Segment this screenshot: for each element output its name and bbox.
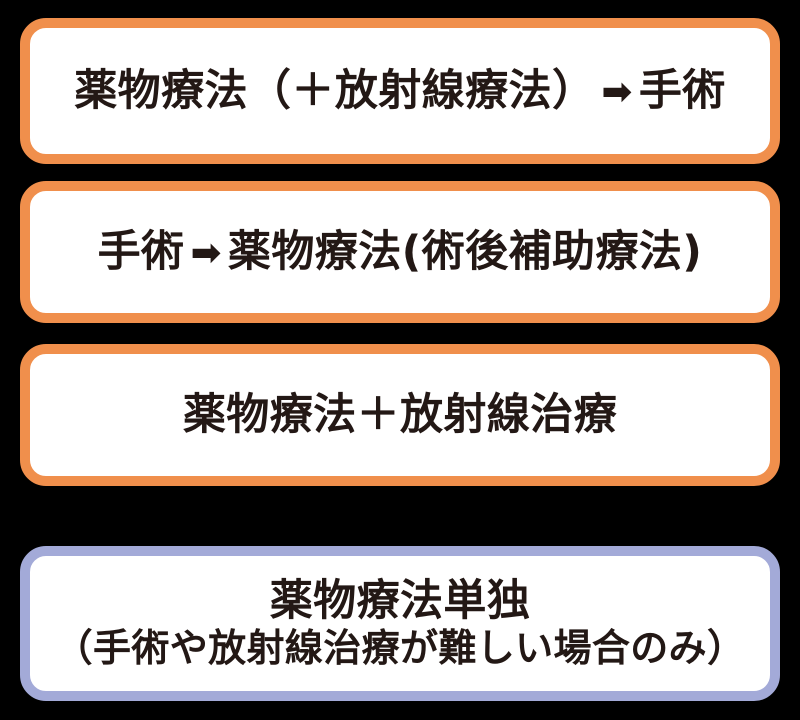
treatment-option-1-text-b: 手術 <box>638 65 726 116</box>
treatment-option-4-text-a: 薬物療法単独 <box>269 576 531 627</box>
treatment-option-4-line-1: 薬物療法単独 <box>270 577 531 625</box>
treatment-option-box-4[interactable]: 薬物療法単独 （手術や放射線治療が難しい場合のみ） <box>20 546 780 701</box>
treatment-option-2-text-b: 薬物療法(術後補助療法) <box>227 226 703 277</box>
arrow-right-icon: ➡ <box>190 231 222 275</box>
treatment-option-1-text-a: 薬物療法（＋放射線療法） <box>74 65 596 116</box>
treatment-option-2-text-a: 手術 <box>97 226 185 277</box>
treatment-option-4-line-2: （手術や放射線治療が難しい場合のみ） <box>55 627 746 670</box>
arrow-right-icon: ➡ <box>601 70 633 114</box>
treatment-option-2-line-1: 手術➡薬物療法(術後補助療法) <box>98 228 703 276</box>
treatment-option-box-3[interactable]: 薬物療法＋放射線治療 <box>20 344 780 486</box>
treatment-option-3-line-1: 薬物療法＋放射線治療 <box>183 391 617 439</box>
treatment-option-1-line-1: 薬物療法（＋放射線療法）➡手術 <box>74 67 725 115</box>
treatment-option-box-2[interactable]: 手術➡薬物療法(術後補助療法) <box>20 181 780 323</box>
treatment-option-box-1[interactable]: 薬物療法（＋放射線療法）➡手術 <box>20 18 780 164</box>
treatment-option-4-text-b: （手術や放射線治療が難しい場合のみ） <box>54 626 746 671</box>
treatment-option-3-text-a: 薬物療法＋放射線治療 <box>182 389 618 440</box>
